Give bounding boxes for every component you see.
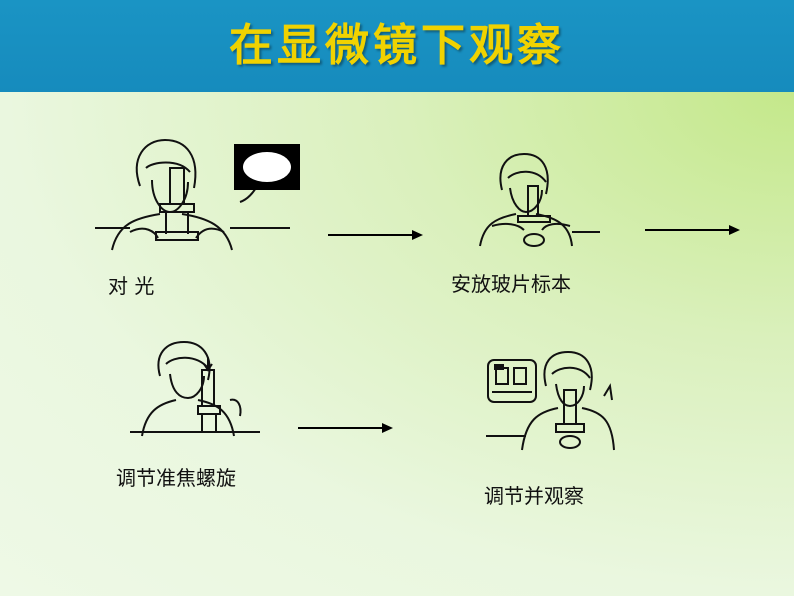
step-label-adjust-light: 对 光 — [108, 274, 155, 298]
arrow-step3-to-step4 — [298, 423, 393, 433]
title-bar — [0, 0, 794, 92]
arrow-step2-to-next — [645, 225, 740, 235]
step-label-adjust-focus: 调节准焦螺旋 — [116, 466, 236, 490]
illustration-adjust-light — [95, 138, 300, 251]
illustration-adjust-observe — [486, 350, 615, 451]
arrow-step1-to-step2 — [328, 230, 423, 240]
step-label-place-slide: 安放玻片标本 — [451, 272, 571, 296]
slide-title: 在显微镜下观察 — [229, 20, 565, 71]
illustration-place-slide — [479, 152, 600, 247]
illustration-adjust-focus — [130, 340, 260, 437]
step-label-adjust-observe: 调节并观察 — [484, 484, 584, 508]
